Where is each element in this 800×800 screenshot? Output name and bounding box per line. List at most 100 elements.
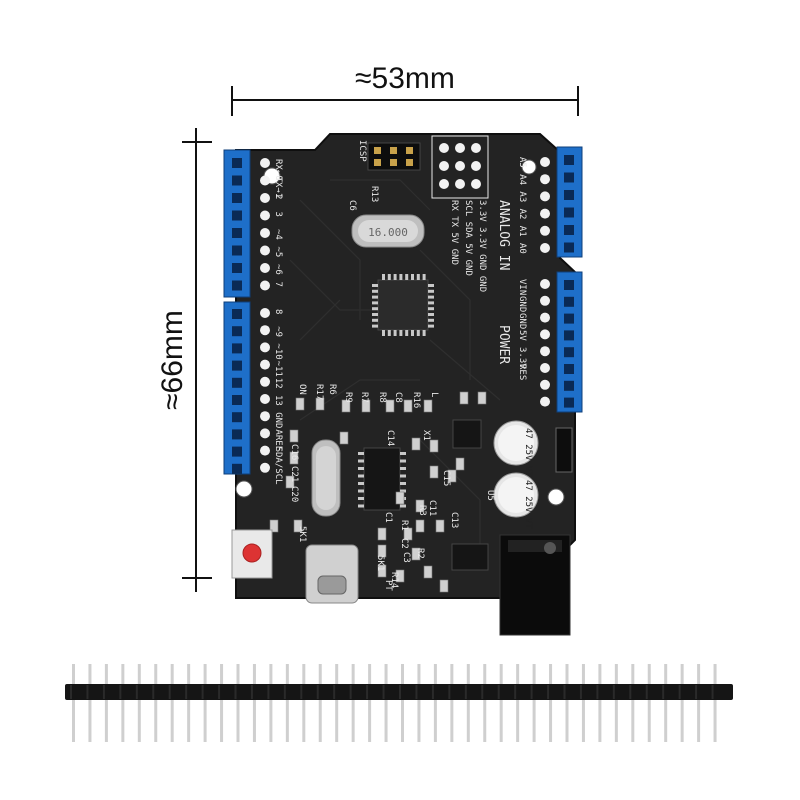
chip-pin: [393, 274, 397, 280]
pin-divider: [70, 685, 72, 699]
chip-pin: [411, 274, 414, 280]
pin-top: [203, 664, 207, 684]
digital-pin-label: 7: [273, 282, 283, 287]
chip-pin: [400, 474, 406, 478]
reset-button[interactable]: [231, 529, 273, 579]
pad: [471, 161, 481, 171]
chip-pin: [400, 504, 406, 508]
pad: [540, 191, 550, 202]
pin-divider: [201, 685, 204, 699]
pin-divider: [662, 685, 665, 699]
header-socket: [232, 395, 242, 405]
svg-text:47 25V VT: 47 25V VT: [523, 480, 533, 529]
pin-top: [137, 664, 141, 684]
header-socket: [564, 280, 574, 290]
icsp-pin: [406, 159, 413, 166]
chip-pin: [400, 459, 406, 463]
designator: R17: [314, 384, 324, 400]
designator: C2: [399, 538, 409, 549]
chip-pin: [372, 313, 378, 316]
pin-header-strip: [65, 664, 733, 742]
header-socket: [232, 158, 242, 168]
mount-hole: [547, 488, 565, 506]
chip-pin: [387, 330, 391, 336]
pin-bottom: [466, 700, 470, 742]
pin-top: [417, 664, 421, 684]
usb-c-port[interactable]: [305, 544, 359, 604]
regulator-chip: [451, 543, 489, 571]
smd-components: [269, 391, 487, 593]
pin-top: [549, 664, 553, 684]
chip-pin: [428, 318, 434, 322]
pin-bottom: [137, 700, 141, 742]
digital-pads: [260, 158, 270, 473]
chip-pin: [400, 452, 406, 455]
pin-divider: [267, 685, 270, 699]
pad: [455, 143, 465, 153]
designator: C8: [393, 392, 403, 403]
header-socket: [232, 193, 242, 203]
pin-divider: [711, 685, 714, 699]
smd-component: [477, 391, 487, 405]
smd-component: [293, 519, 303, 533]
pin-top: [565, 664, 569, 684]
pin-divider: [382, 685, 385, 699]
pin-divider: [366, 685, 369, 699]
pin-bottom: [318, 700, 322, 742]
chip-pin: [400, 467, 406, 470]
header-socket: [232, 343, 242, 354]
pad: [540, 295, 550, 306]
pin-top: [401, 664, 404, 684]
pin-bottom: [483, 700, 487, 742]
pin-top: [499, 664, 503, 684]
width-label: ≈53mm: [355, 62, 455, 95]
analog-pin-label: A1: [517, 226, 527, 237]
designator: R9: [343, 392, 353, 403]
dc-power-jack[interactable]: [499, 534, 571, 636]
pin-top: [252, 664, 256, 684]
icsp-pin: [406, 147, 413, 154]
header-socket: [564, 313, 574, 324]
mount-hole: [235, 480, 253, 498]
pin-bottom: [368, 700, 372, 742]
crystal-16mhz: 16.000: [351, 214, 425, 248]
pin-bottom: [401, 700, 404, 742]
designator: R8: [377, 392, 387, 403]
smd-component: [415, 499, 425, 513]
pin-top: [72, 664, 75, 684]
header-socket: [564, 397, 574, 408]
header-socket: [232, 360, 242, 371]
chip-pin: [358, 497, 364, 500]
smd-component: [403, 399, 413, 413]
pad: [260, 228, 270, 238]
pin-divider: [579, 685, 582, 699]
digital-pin-label: SDA/SCL: [273, 447, 283, 485]
pad: [260, 462, 270, 473]
icsp-pin: [374, 159, 381, 166]
power-title: POWER: [496, 325, 511, 364]
pin-bottom: [252, 700, 256, 742]
pin-top: [680, 664, 684, 684]
uart-pad-block: [431, 135, 489, 199]
designator: R13: [369, 186, 379, 202]
pin-divider: [464, 685, 467, 699]
pad: [455, 161, 465, 171]
smd-component: [447, 469, 457, 483]
pin-bottom: [220, 700, 224, 742]
pin-divider: [250, 685, 253, 699]
header-socket: [564, 172, 574, 183]
pad: [260, 428, 270, 439]
designator: C20: [289, 486, 299, 502]
pad: [540, 363, 550, 373]
designator: C6: [347, 200, 357, 211]
chip-pin: [372, 289, 378, 293]
designator: X1: [421, 430, 431, 441]
chip-pin: [416, 274, 420, 280]
pin-bottom: [187, 700, 191, 742]
power-switch: [555, 427, 573, 473]
pin-top: [450, 664, 454, 684]
pin-bottom: [302, 700, 306, 742]
header-socket: [232, 446, 242, 457]
pad: [540, 312, 550, 323]
pin-top: [433, 664, 437, 684]
